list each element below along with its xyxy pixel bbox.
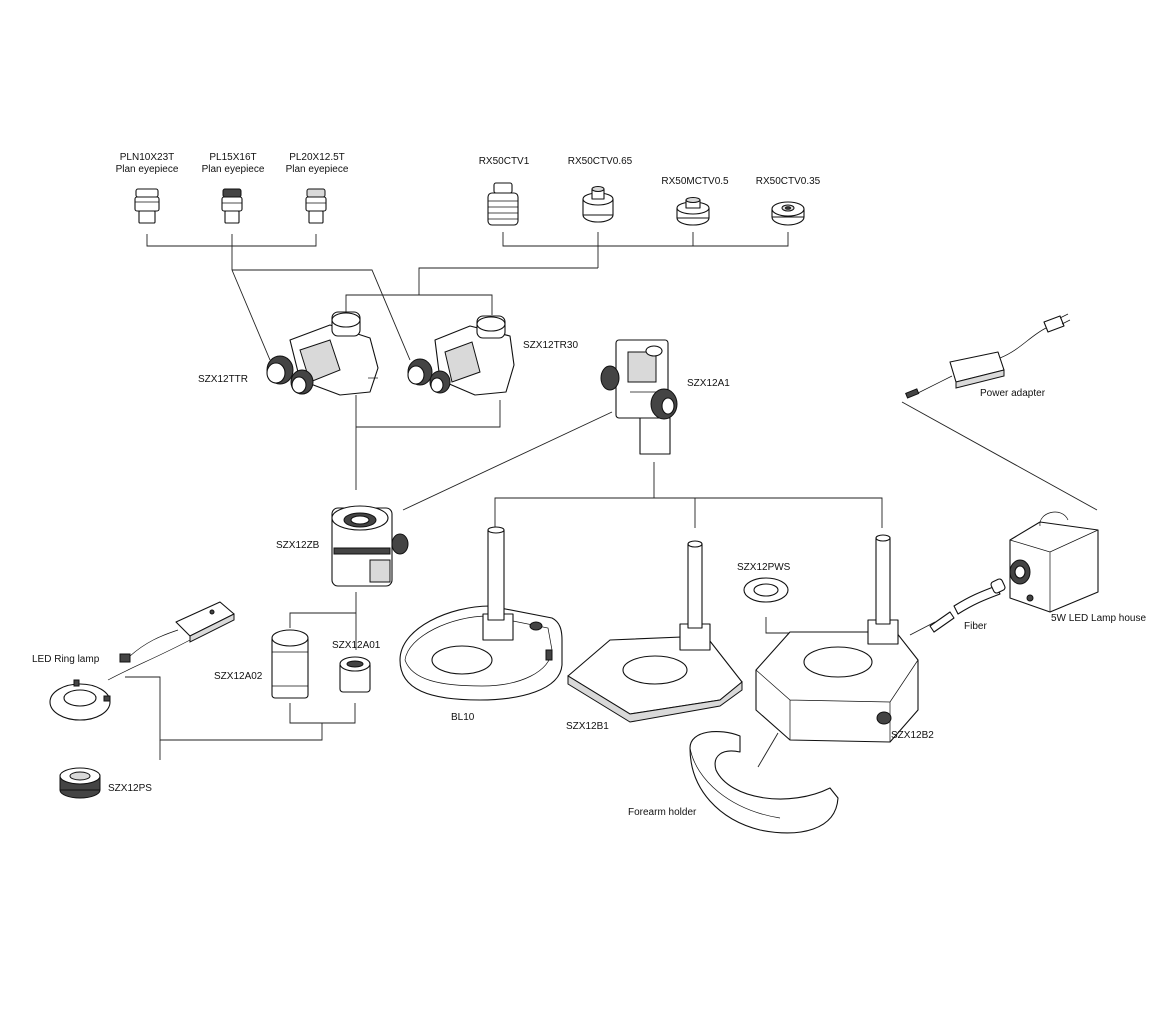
label-rx50ctv065: RX50CTV0.65 xyxy=(567,156,633,167)
label-szx12a02: SZX12A02 xyxy=(214,671,263,682)
trinocular-head-szx12ttr xyxy=(266,311,379,396)
eyepiece-pl15x16t xyxy=(221,188,243,224)
label-pl15x16t-model: PL15X16T xyxy=(209,152,257,163)
label-rx50mctv05: RX50MCTV0.5 xyxy=(661,176,729,187)
label-szx12b2: SZX12B2 xyxy=(891,730,934,741)
label-szx12zb: SZX12ZB xyxy=(276,540,320,551)
stand-szx12b1 xyxy=(567,540,743,723)
label-forearm-holder: Forearm holder xyxy=(628,807,697,818)
eyepiece-pln10x23t xyxy=(134,188,160,224)
connector-lines xyxy=(125,232,1098,768)
fiber-guide xyxy=(929,578,1006,633)
focus-arm-szx12a1 xyxy=(600,339,678,455)
adapter-rx50mctv05 xyxy=(676,197,710,226)
label-rx50ctv1: RX50CTV1 xyxy=(478,156,530,167)
led-lamp-house xyxy=(1009,511,1099,613)
polarizer-szx12ps xyxy=(59,767,101,799)
label-szx12ttr: SZX12TTR xyxy=(198,374,249,385)
label-pln10x23t: PLN10X23T Plan eyepiece xyxy=(116,152,179,176)
adapter-rx50ctv065 xyxy=(582,186,614,223)
auxiliary-lens-szx12a01 xyxy=(339,656,371,693)
label-led-ring-lamp: LED Ring lamp xyxy=(32,654,100,665)
label-szx12tr30: SZX12TR30 xyxy=(523,340,579,351)
label-fiber: Fiber xyxy=(964,621,987,632)
label-szx12a01: SZX12A01 xyxy=(332,640,381,651)
adapter-rx50ctv035 xyxy=(771,201,805,226)
label-power-adapter: Power adapter xyxy=(980,388,1046,399)
label-bl10: BL10 xyxy=(451,712,475,723)
label-szx12ps: SZX12PS xyxy=(108,783,152,794)
label-lamp-house: 5W LED Lamp house xyxy=(1051,613,1147,624)
stand-szx12b2 xyxy=(755,534,919,743)
label-pln10x23t-model: PLN10X23T xyxy=(119,152,175,163)
label-pl20x125t: PL20X12.5T Plan eyepiece xyxy=(286,152,349,176)
label-rx50ctv035: RX50CTV0.35 xyxy=(755,176,821,187)
power-adapter xyxy=(905,313,1071,399)
stand-bl10 xyxy=(399,526,563,701)
led-ring-lamp xyxy=(49,601,235,721)
label-pln10x23t-desc: Plan eyepiece xyxy=(115,164,179,175)
label-pl15x16t-desc: Plan eyepiece xyxy=(201,164,265,175)
label-szx12b1: SZX12B1 xyxy=(566,721,609,732)
label-szx12a1: SZX12A1 xyxy=(687,378,730,389)
label-pl20x125t-desc: Plan eyepiece xyxy=(285,164,349,175)
zoom-body-szx12zb xyxy=(331,505,409,587)
auxiliary-lens-szx12a02 xyxy=(271,629,309,699)
polarizer-szx12pws xyxy=(743,577,789,603)
forearm-holder xyxy=(689,731,839,834)
label-pl20x125t-model: PL20X12.5T xyxy=(289,152,345,163)
adapter-rx50ctv1 xyxy=(487,182,519,226)
label-szx12pws: SZX12PWS xyxy=(737,562,791,573)
eyepiece-pl20x125t xyxy=(305,188,327,224)
trinocular-head-szx12tr30 xyxy=(407,315,515,396)
label-pl15x16t: PL15X16T Plan eyepiece xyxy=(202,152,265,176)
